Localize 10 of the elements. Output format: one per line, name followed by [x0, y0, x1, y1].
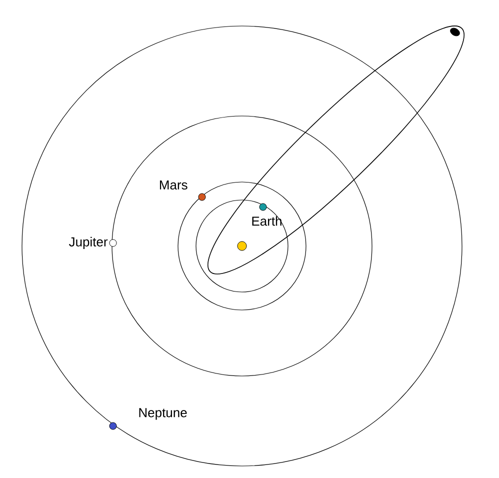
planet [198, 193, 206, 201]
planet-label: Neptune [139, 408, 187, 420]
comet [450, 28, 460, 36]
planet-label: Mars [160, 180, 188, 190]
planet [109, 239, 117, 247]
planet [109, 422, 117, 430]
sun [237, 241, 247, 251]
planet-label: Earth [252, 216, 282, 226]
planet-label: Jupiter [69, 236, 108, 250]
planet [259, 203, 267, 211]
